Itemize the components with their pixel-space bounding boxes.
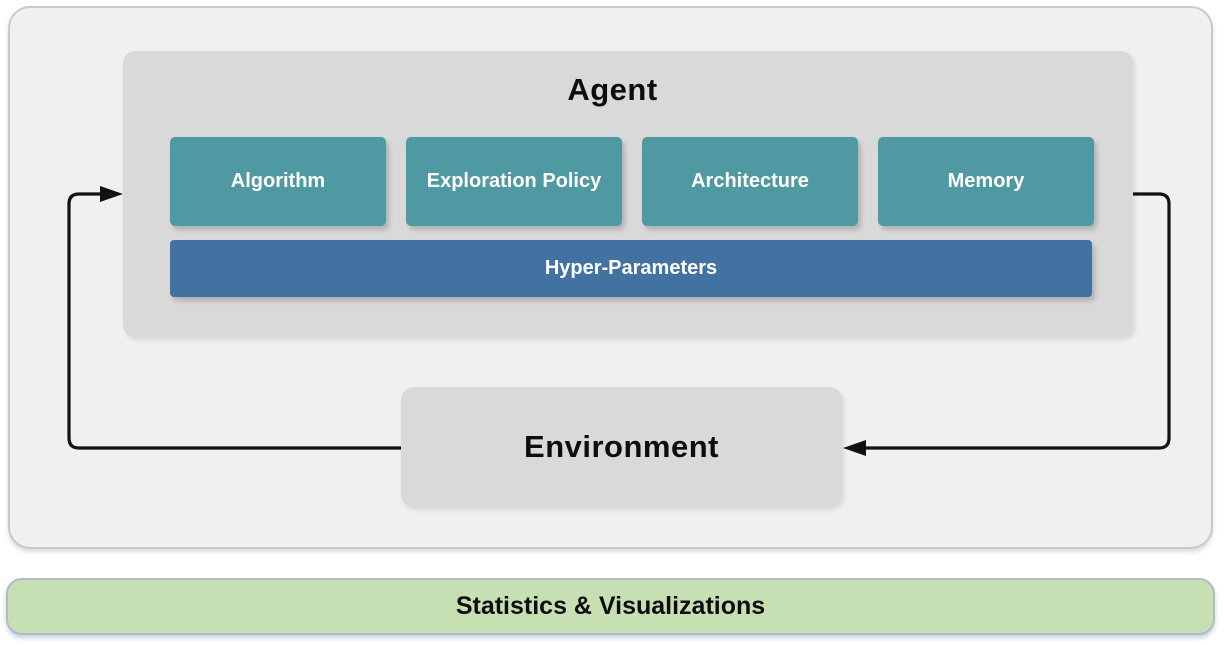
statistics-visualizations-label: Statistics & Visualizations	[455, 592, 766, 620]
environment-box: Environment	[401, 387, 842, 507]
component-box-algorithm: Algorithm	[170, 137, 386, 226]
component-box-exploration-policy: Exploration Policy	[406, 137, 622, 226]
environment-title: Environment	[524, 429, 719, 464]
component-box-architecture: Architecture	[642, 137, 858, 226]
statistics-visualizations-bar: Statistics & Visualizations	[6, 578, 1215, 635]
component-box-memory: Memory	[878, 137, 1094, 226]
agent-title: Agent	[567, 72, 658, 107]
hyper-parameters-bar: Hyper-Parameters	[170, 240, 1092, 297]
